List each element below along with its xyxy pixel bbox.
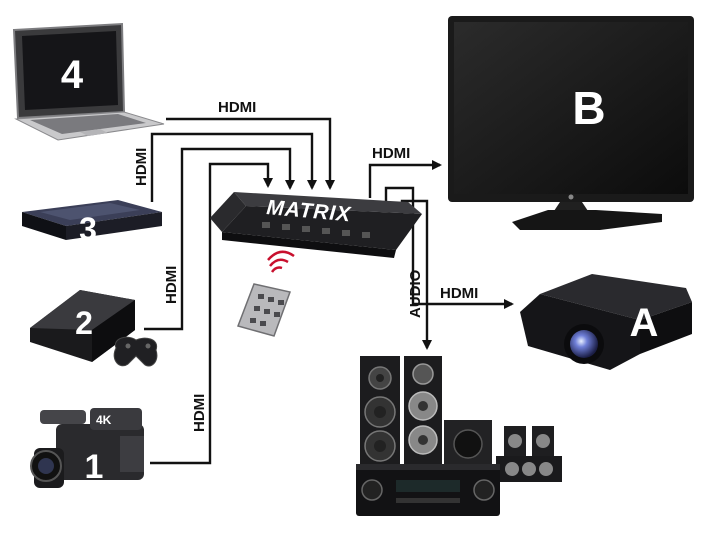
camcorder-icon: 4K 1 (30, 408, 144, 488)
remote-control-icon (237, 283, 291, 337)
camcorder-4k-badge: 4K (96, 413, 112, 427)
game-console-icon: 2 (30, 290, 158, 367)
wire-to-tv (368, 160, 442, 198)
output-label-a: A (630, 301, 659, 345)
label-hdmi-source-4: HDMI (218, 99, 256, 116)
wire-source-4 (166, 117, 335, 190)
label-hdmi-source-3: HDMI (133, 148, 150, 186)
label-hdmi-to-projector: HDMI (440, 285, 478, 302)
source-label-2: 2 (75, 305, 93, 341)
output-label-b: B (572, 82, 605, 134)
wire-to-projector (384, 186, 514, 309)
label-hdmi-source-1: HDMI (191, 394, 208, 432)
infrared-signal-icon (267, 250, 295, 273)
wire-source-3 (150, 132, 317, 202)
wire-source-2 (144, 147, 295, 331)
source-label-4: 4 (61, 53, 84, 97)
label-hdmi-to-tv: HDMI (372, 145, 410, 162)
gamepad-icon (113, 336, 158, 367)
projector-icon: A (520, 274, 692, 370)
label-hdmi-source-2: HDMI (163, 266, 180, 304)
speaker-system-icon (356, 356, 562, 516)
bluray-player-icon: 3 (22, 200, 162, 247)
laptop-icon: 4 (12, 22, 165, 141)
wire-source-1 (150, 162, 273, 465)
source-label-3: 3 (79, 211, 97, 247)
hdmi-matrix-switch: MATRIX (210, 192, 422, 258)
source-label-1: 1 (85, 448, 104, 486)
label-audio-to-speakers: AUDIO (407, 269, 424, 318)
tv-icon: B (448, 16, 694, 230)
